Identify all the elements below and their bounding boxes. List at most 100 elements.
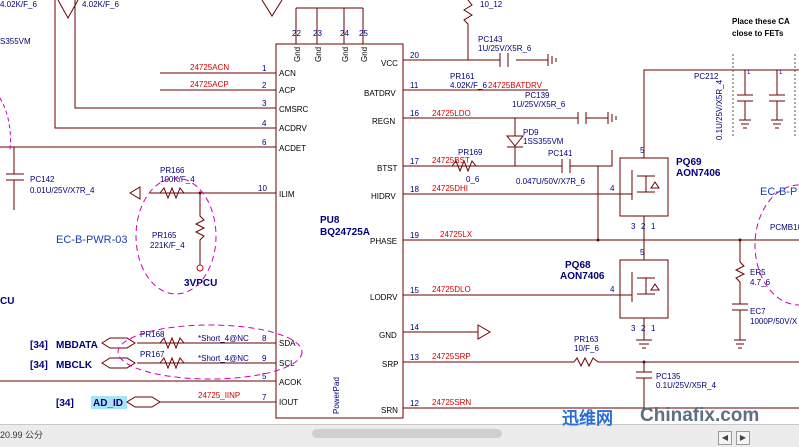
svg-text:Gnd: Gnd (341, 47, 350, 62)
svg-text:24725SRN: 24725SRN (432, 398, 471, 407)
ilim-divider: PR166 100K/F_4 PR165 221K/F_4 3VPCU (129, 166, 217, 289)
top-right-value: 10_12 (480, 0, 503, 9)
svg-text:3: 3 (631, 324, 636, 333)
svg-text:PD9: PD9 (523, 128, 539, 137)
svg-text:24725ACP: 24725ACP (190, 80, 229, 89)
er5-ec7-snubber: ER5 4.7_6 EC7 1000P/50V/X (732, 238, 798, 349)
smbus-signals: [34] MBDATA PR168 *Short_4@NC [34] MBCLK… (30, 330, 249, 409)
top-arrow (261, 0, 283, 17)
svg-text:13: 13 (410, 353, 419, 362)
pd9-diode: PD9 1SS355VM (505, 118, 564, 166)
svg-text:2: 2 (262, 81, 267, 90)
group-right-label: EC-B-P (760, 186, 797, 198)
svg-text:0.01U/25V/X7R_4: 0.01U/25V/X7R_4 (30, 186, 95, 195)
ic-top-pins: 22 23 24 25 Gnd Gnd Gnd Gnd (292, 7, 369, 62)
prev-page-icon[interactable]: ◀ (718, 431, 732, 445)
svg-text:PQ69: PQ69 (676, 157, 702, 168)
svg-text:REGN: REGN (372, 117, 395, 126)
svg-text:ACOK: ACOK (279, 378, 302, 387)
svg-text:1: 1 (262, 64, 267, 73)
svg-text:4: 4 (262, 119, 267, 128)
fet-pq68: 5 4 3 2 1 PQ68 AON7406 (560, 240, 669, 349)
left-edge-label: CU (0, 296, 14, 307)
wire-cmsrc (74, 0, 262, 109)
svg-text:LODRV: LODRV (370, 293, 398, 302)
svg-text:1: 1 (747, 70, 751, 76)
pc142-capacitor: PC142 0.01U/25V/X7R_4 (6, 147, 95, 210)
svg-text:24725BST: 24725BST (432, 156, 470, 165)
svg-text:24725LDO: 24725LDO (432, 109, 471, 118)
svg-text:CMSRC: CMSRC (279, 105, 309, 114)
ic-right-pins: 20 VCC 11 BATDRV 24725BATDRV 16 REGN 247… (364, 51, 799, 415)
svg-text:24: 24 (340, 29, 349, 38)
svg-text:24725DLO: 24725DLO (432, 285, 471, 294)
pr161-value: 4.02K/F_6 (450, 81, 487, 90)
svg-text:[34]: [34] (30, 360, 48, 371)
svg-text:12: 12 (410, 399, 419, 408)
svg-text:PR165: PR165 (152, 231, 177, 240)
svg-text:6: 6 (262, 138, 267, 147)
svg-text:10/F_6: 10/F_6 (574, 344, 599, 353)
svg-text:*Short_4@NC: *Short_4@NC (198, 354, 249, 363)
svg-text:0_6: 0_6 (466, 175, 480, 184)
svg-text:24725_IINP: 24725_IINP (198, 391, 240, 400)
svg-text:14: 14 (410, 323, 419, 332)
watermark-cn: 迅维网 (562, 409, 613, 429)
svg-text:24725LX: 24725LX (440, 230, 473, 239)
svg-text:7: 7 (262, 393, 267, 402)
ic-powerpad: PowerPad (332, 377, 341, 414)
svg-text:1SS355VM: 1SS355VM (523, 137, 564, 146)
svg-text:Gnd: Gnd (360, 47, 369, 62)
svg-text:4: 4 (610, 184, 615, 193)
resistor-top (463, 0, 473, 60)
svg-text:221K/F_4: 221K/F_4 (150, 241, 185, 250)
svg-text:GND: GND (379, 331, 397, 340)
svg-text:BTST: BTST (377, 164, 398, 173)
svg-text:[34]: [34] (30, 340, 48, 351)
top-left-part: S355VM (0, 37, 31, 46)
svg-text:PC135: PC135 (656, 372, 681, 381)
svg-text:MBCLK: MBCLK (56, 360, 93, 371)
ground-symbols (547, 54, 617, 124)
ic-body (275, 43, 404, 419)
horizontal-scrollbar[interactable] (312, 429, 502, 438)
svg-text:8: 8 (262, 334, 267, 343)
svg-text:11: 11 (410, 81, 419, 90)
group-left-label: EC-B-PWR-03 (56, 234, 128, 246)
svg-text:AON7406: AON7406 (676, 168, 721, 179)
note-line2: close to FETs (732, 29, 784, 38)
svg-text:Gnd: Gnd (314, 47, 323, 62)
svg-text:MBDATA: MBDATA (56, 340, 98, 351)
svg-text:25: 25 (359, 29, 368, 38)
group-smbus-ellipse (117, 324, 303, 380)
svg-text:ILIM: ILIM (279, 190, 295, 199)
fet-pq69: 5 4 3 2 1 PQ69 AON7406 (610, 69, 799, 240)
svg-text:1: 1 (779, 70, 783, 76)
svg-text:PR169: PR169 (458, 148, 483, 157)
wire-diode-top (57, 0, 79, 20)
svg-text:5: 5 (262, 372, 267, 381)
svg-text:1: 1 (651, 222, 656, 231)
pc139-ref: PC139 (525, 91, 550, 100)
svg-text:AD_ID: AD_ID (93, 398, 123, 409)
svg-text:[34]: [34] (56, 398, 74, 409)
svg-text:SRP: SRP (382, 360, 398, 369)
svg-text:5: 5 (640, 248, 645, 257)
svg-text:3VPCU: 3VPCU (184, 278, 217, 289)
svg-text:1: 1 (651, 324, 656, 333)
svg-text:19: 19 (410, 231, 419, 240)
group-ilim-ellipse (135, 177, 217, 295)
group-left-edge-arc (0, 97, 11, 151)
ic-part: BQ24725A (320, 227, 370, 238)
svg-text:SRN: SRN (381, 406, 398, 415)
svg-text:4: 4 (610, 285, 615, 294)
status-zoom-text: 20.99 公分 (0, 430, 44, 440)
svg-text:IOUT: IOUT (279, 398, 298, 407)
pc143-ref: PC143 (478, 35, 503, 44)
pr161-ref: PR161 (450, 72, 475, 81)
next-page-icon[interactable]: ▶ (736, 431, 750, 445)
svg-text:16: 16 (410, 109, 419, 118)
pc139-value: 1U/25V/X5R_6 (512, 100, 566, 109)
svg-text:PR168: PR168 (140, 330, 165, 339)
